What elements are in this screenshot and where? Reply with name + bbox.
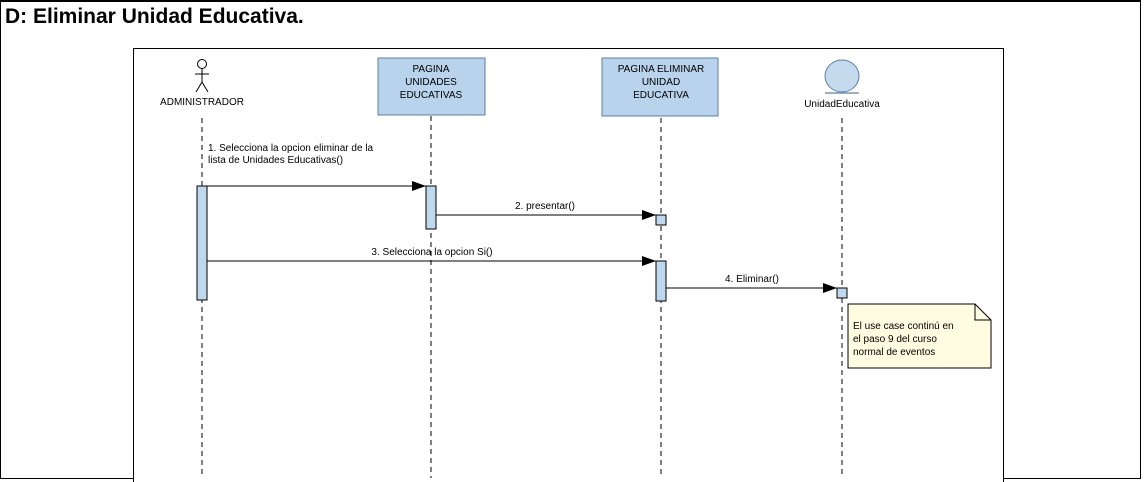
page-title: D: Eliminar Unidad Educativa. [5,5,304,28]
participant-label-administrador: ADMINISTRADOR [160,97,244,108]
note: El use case continú en el paso 9 del cur… [847,303,992,369]
activation-bar-pagina-unidades [425,185,437,230]
message-label-line: 4. Eliminar() [725,274,779,285]
message-2: 2. presentar() [436,201,656,220]
participant-pagina-eliminar: PAGINA ELIMINAR UNIDAD EDUCATIVA [601,57,719,117]
message-label-line: 3. Selecciona la opcion Si() [371,247,492,258]
actor-administrador: ADMINISTRADOR [160,59,244,108]
participant-label-line: UNIDADES [405,77,457,88]
note-fold-corner [974,304,991,321]
participant-label-line: EDUCATIVAS [400,90,463,101]
note-text-line: El use case continú en [853,321,954,332]
activation-bar-pagina-eliminar [655,260,667,302]
participant-label-line: EDUCATIVA [633,90,689,101]
participant-box-pagina-unidades [377,57,486,116]
activation-bar-pagina-eliminar-small [655,214,667,226]
participant-box-pagina-eliminar [601,57,719,117]
message-4: 4. Eliminar() [666,274,837,293]
message-label-line: 1. Selecciona la opcion eliminar de la [208,143,374,154]
participant-pagina-unidades: PAGINA UNIDADES EDUCATIVAS [377,57,486,116]
note-text-line: normal de eventos [853,347,935,358]
participant-label-line: PAGINA ELIMINAR [618,64,705,75]
stick-figure-icon [195,59,209,93]
entity-circle-icon [824,59,860,94]
participant-label-unidad-educativa: UnidadEducativa [804,99,880,110]
note-shape [847,303,992,369]
diagram-canvas [133,48,1004,482]
activation-bar-administrador [196,185,208,301]
participant-unidad-educativa: UnidadEducativa [804,59,880,110]
message-3: 3. Selecciona la opcion Si() [207,247,656,266]
activation-bar-unidad-educativa [836,287,848,299]
participant-label-line: PAGINA [412,64,449,75]
message-label-line: lista de Unidades Educativas() [208,155,343,166]
participant-label-line: UNIDAD [642,77,680,88]
message-1: 1. Selecciona la opcion eliminar de la l… [207,143,426,191]
note-text-line: el paso 9 del curso [853,334,937,345]
message-label-line: 2. presentar() [515,201,575,212]
